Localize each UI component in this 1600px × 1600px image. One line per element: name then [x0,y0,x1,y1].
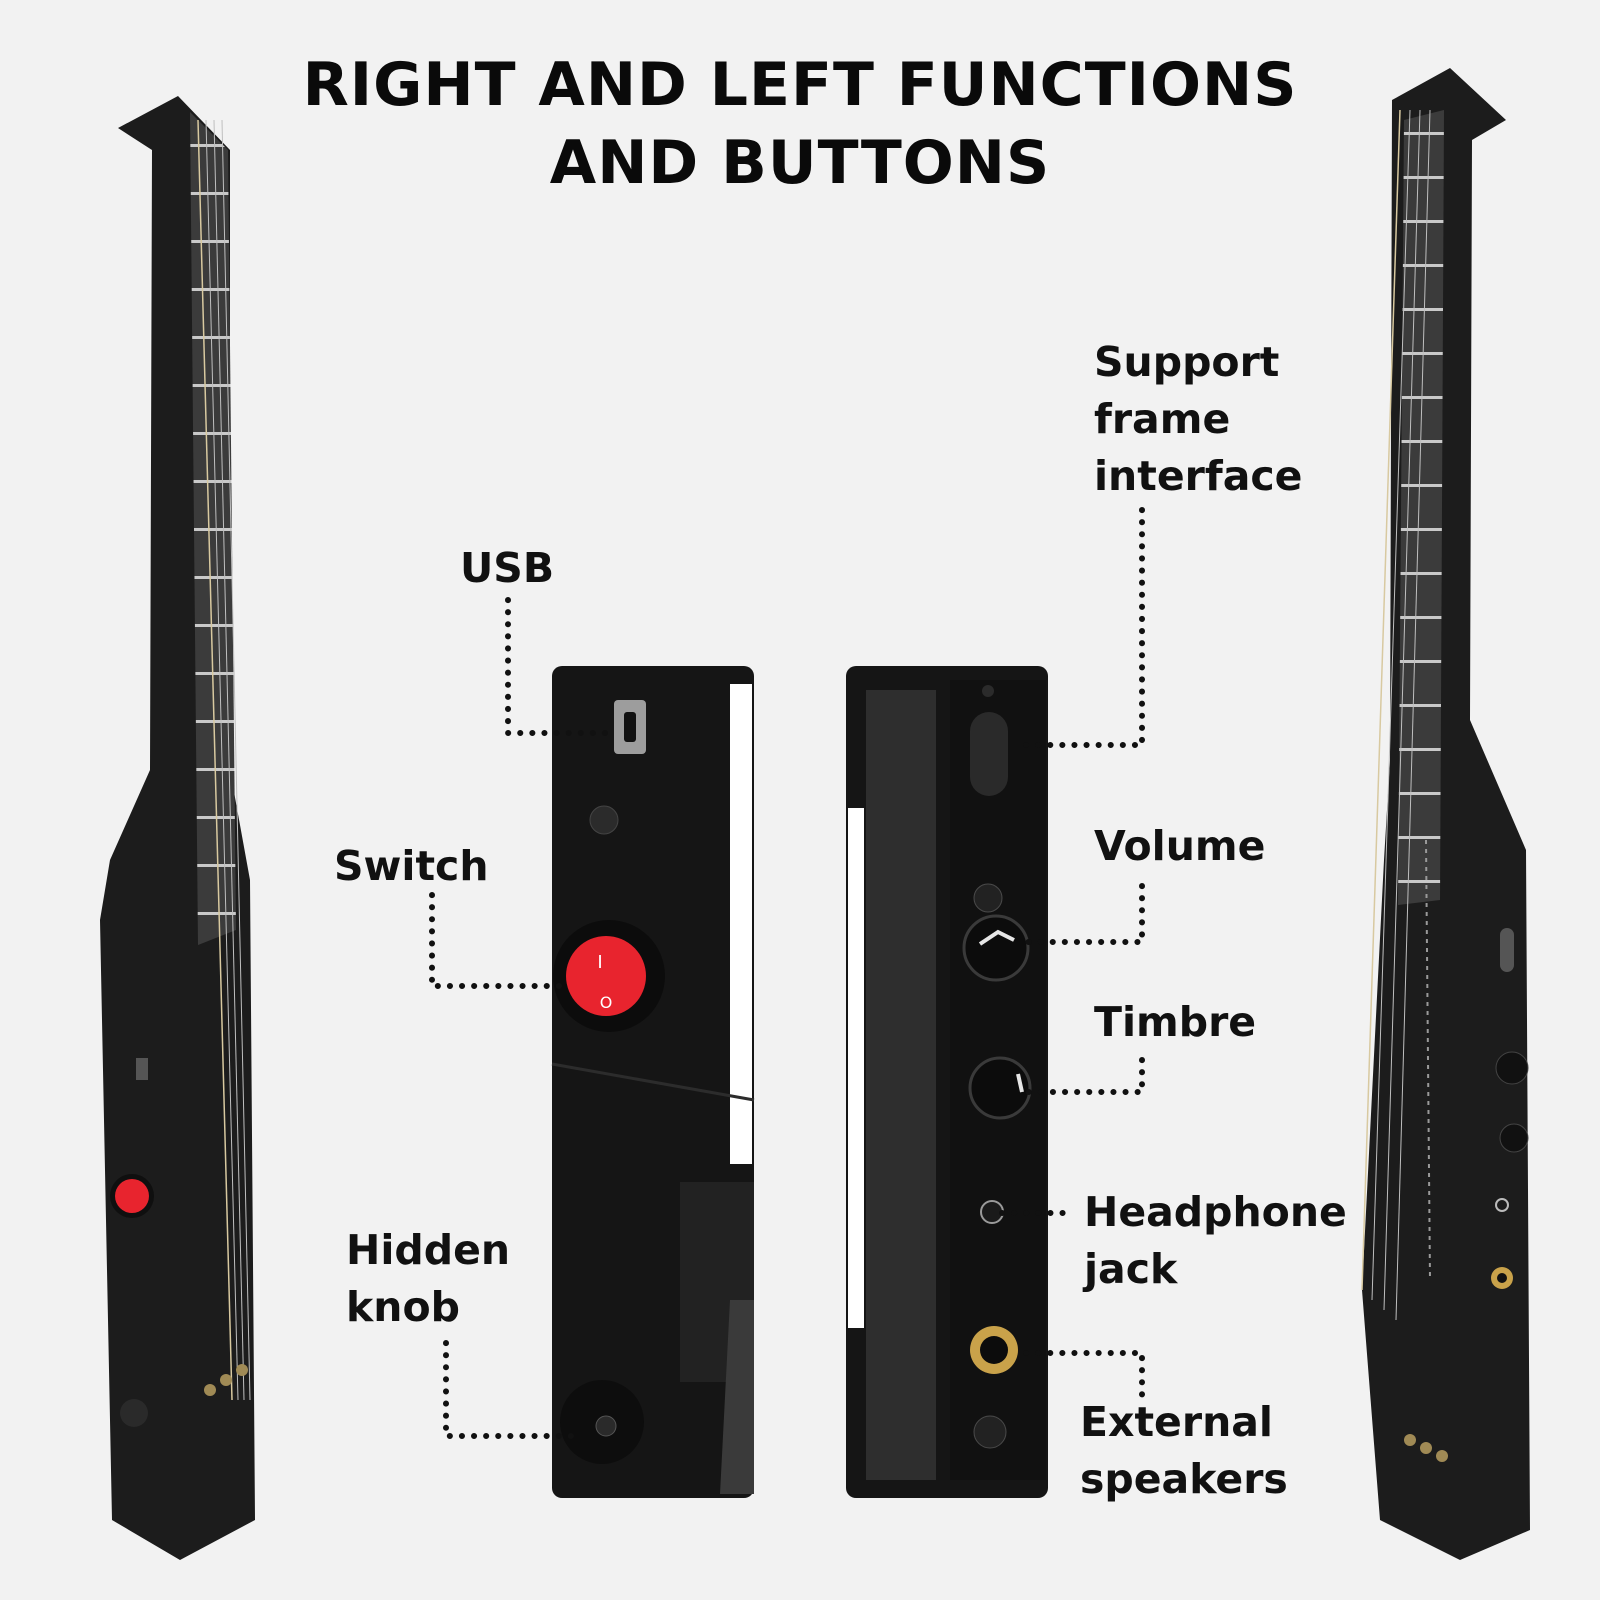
page-title-line-1: RIGHT AND LEFT FUNCTIONS [302,50,1298,120]
page-title-line-2: AND BUTTONS [549,128,1051,198]
hidden-knob-label: Hidden knob [346,1226,511,1331]
timbre-label: Timbre [1094,998,1257,1046]
support-frame-interface-label: Support frame interface [1094,338,1303,500]
switch-off-mark: O [600,993,613,1012]
support-frame-slot [970,712,1008,796]
leader-lines [429,507,1145,1439]
left-guitar [100,96,255,1560]
switch-label: Switch [334,842,489,890]
left-guitar-switch [115,1179,149,1213]
right-guitar [1361,68,1530,1560]
switch-rocker [566,936,646,1016]
external-speakers-label: External speakers [1080,1398,1288,1503]
right-side-closeup [846,666,1048,1498]
volume-knob [962,914,1030,982]
switch-on-mark: I [597,952,602,973]
headphone-jack-label: Headphone jack [1084,1188,1347,1293]
usb-label: USB [460,544,555,592]
volume-label: Volume [1094,822,1266,870]
timbre-knob [968,1056,1032,1120]
left-side-closeup: I O [551,666,755,1498]
